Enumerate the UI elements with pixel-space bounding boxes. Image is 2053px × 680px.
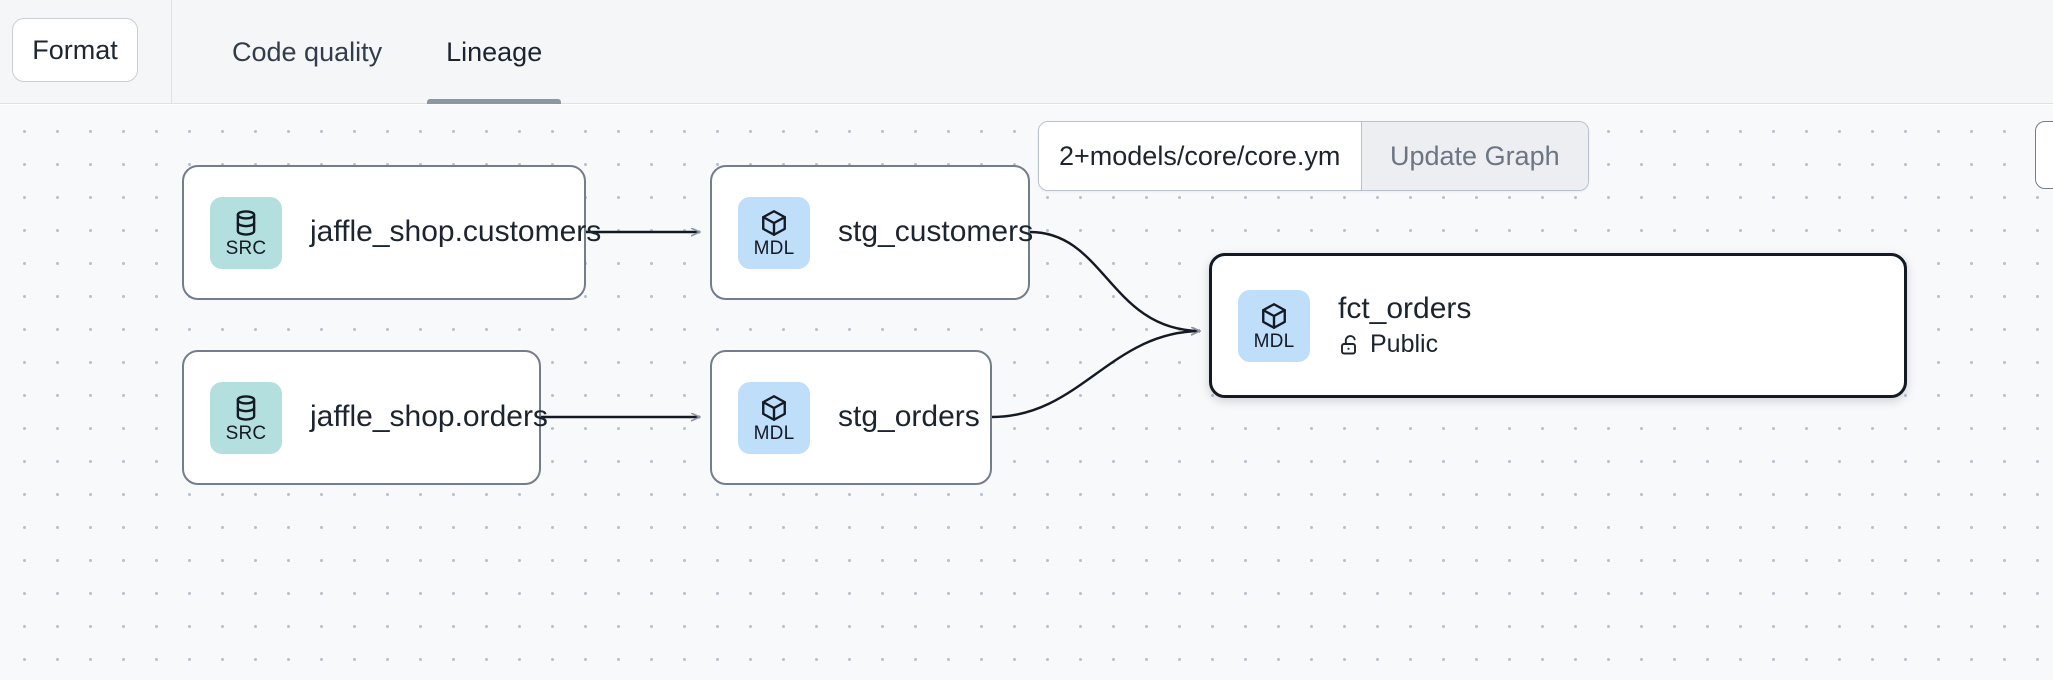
lineage-node-jaffle-shop-orders[interactable]: SRC jaffle_shop.orders	[182, 350, 548, 485]
node-title: stg_orders	[838, 400, 980, 434]
node-title: fct_orders	[1338, 291, 1472, 325]
node-body: fct_orders Public	[1338, 292, 1471, 360]
edge-stgcustomers-to-fctorders	[1029, 230, 1200, 331]
badge-src-label: SRC	[225, 237, 267, 259]
tab-code-quality[interactable]: Code quality	[200, 0, 414, 104]
cube-icon	[762, 394, 786, 421]
tab-lineage-label: Lineage	[446, 36, 543, 67]
tab-code-quality-label: Code quality	[232, 36, 383, 67]
lineage-node-stg-orders[interactable]: MDL stg_orders	[710, 350, 992, 485]
lineage-node-fct-orders[interactable]: MDL fct_orders Public	[1209, 253, 1907, 398]
node-body: stg_orders	[838, 400, 980, 435]
format-button-label: Format	[32, 34, 118, 65]
node-body: jaffle_shop.orders	[310, 400, 548, 435]
lineage-canvas[interactable]: SRC jaffle_shop.customers MDL stg_custom…	[0, 105, 2053, 680]
graph-toolbar-overflow-button[interactable]	[2035, 121, 2053, 189]
toolbar-divider	[171, 0, 172, 104]
node-title: jaffle_shop.customers	[310, 215, 602, 249]
editor-toolbar: Format Code quality Lineage	[0, 0, 2053, 104]
node-title: stg_customers	[838, 215, 1034, 249]
format-button[interactable]: Format	[12, 18, 138, 82]
node-access-label: Public	[1370, 330, 1439, 359]
update-graph-button[interactable]: Update Graph	[1361, 122, 1588, 190]
badge-mdl: MDL	[738, 381, 810, 454]
badge-mdl: MDL	[738, 196, 810, 269]
badge-mdl-label: MDL	[753, 422, 795, 444]
badge-mdl-label: MDL	[753, 237, 795, 259]
badge-src: SRC	[210, 381, 282, 454]
lineage-node-stg-customers[interactable]: MDL stg_customers	[710, 165, 1034, 300]
database-icon	[236, 394, 256, 421]
node-body: jaffle_shop.customers	[310, 215, 602, 250]
cube-icon	[1262, 302, 1286, 329]
database-icon	[236, 209, 256, 236]
tab-lineage[interactable]: Lineage	[414, 0, 574, 104]
tab-bar: Code quality Lineage	[200, 0, 574, 104]
node-title: jaffle_shop.orders	[310, 400, 548, 434]
graph-selector-input[interactable]	[1039, 122, 1361, 190]
lineage-node-jaffle-shop-customers[interactable]: SRC jaffle_shop.customers	[182, 165, 602, 300]
node-body: stg_customers	[838, 215, 1034, 250]
badge-mdl-label: MDL	[1253, 330, 1295, 352]
cube-icon	[762, 209, 786, 236]
unlock-icon	[1341, 334, 1356, 355]
edge-stgorders-to-fctorders	[991, 331, 1200, 419]
badge-mdl: MDL	[1238, 289, 1310, 362]
graph-controls: Update Graph	[1038, 121, 1589, 191]
badge-src-label: SRC	[225, 422, 267, 444]
node-access-badge: Public	[1338, 330, 1471, 359]
badge-src: SRC	[210, 196, 282, 269]
